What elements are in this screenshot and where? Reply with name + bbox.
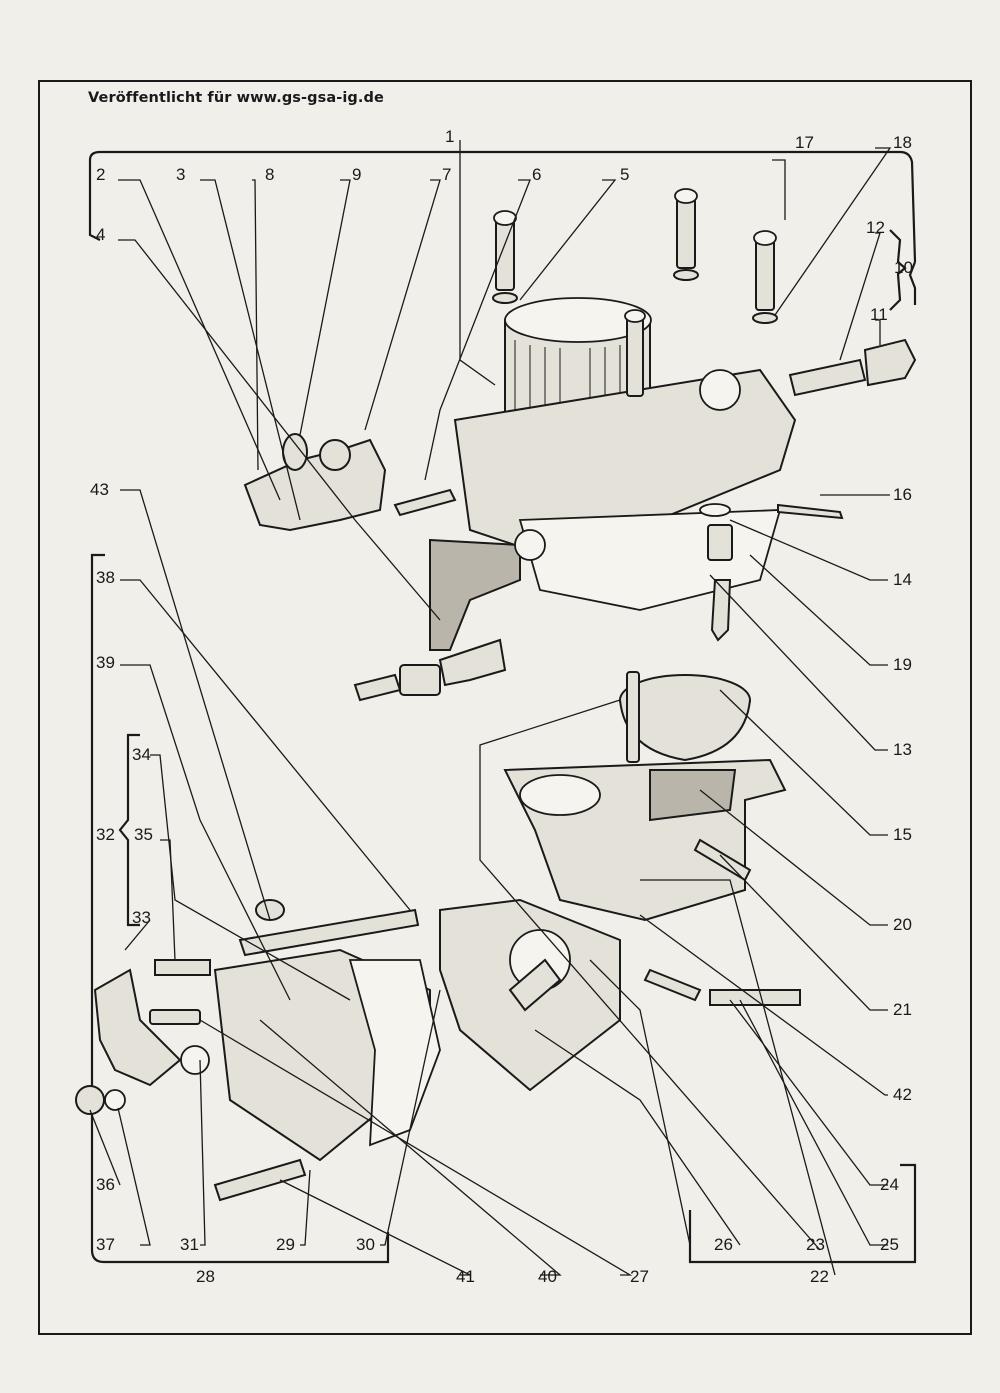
label-10: 10: [894, 258, 913, 277]
jets-43: [353, 638, 507, 702]
label-9: 9: [352, 165, 361, 184]
label-8: 8: [265, 165, 274, 184]
label-29: 29: [276, 1235, 295, 1254]
label-21: 21: [893, 1000, 912, 1019]
label-28: 28: [196, 1267, 215, 1286]
label-14: 14: [893, 570, 912, 589]
bracket-group-1: [88, 150, 917, 305]
label-3: 3: [176, 165, 185, 184]
bracket-group-32: [118, 733, 140, 927]
label-36: 36: [96, 1175, 115, 1194]
accelerator-pump-assembly: [439, 898, 801, 1092]
label-18: 18: [893, 133, 912, 152]
label-25: 25: [880, 1235, 899, 1254]
label-43: 43: [90, 480, 109, 499]
label-17: 17: [795, 133, 814, 152]
label-38: 38: [96, 568, 115, 587]
label-42: 42: [893, 1085, 912, 1104]
bracket-group-38-43: [90, 553, 390, 1264]
label-20: 20: [893, 915, 912, 934]
leader-lines: [89, 140, 892, 1276]
label-27: 27: [630, 1267, 649, 1286]
throttle-body: [429, 297, 797, 651]
carburettor-main-body: [503, 758, 787, 922]
label-7: 7: [442, 165, 451, 184]
pump-cover-and-diaphragm: [213, 908, 441, 1162]
label-31: 31: [180, 1235, 199, 1254]
label-12: 12: [866, 218, 885, 237]
label-30: 30: [356, 1235, 375, 1254]
bracket-group-10: [889, 229, 907, 311]
label-26: 26: [714, 1235, 733, 1254]
label-24: 24: [880, 1175, 899, 1194]
float-chamber-cover: [619, 671, 751, 763]
label-15: 15: [893, 825, 912, 844]
top-screws: [492, 188, 778, 397]
label-37: 37: [96, 1235, 115, 1254]
label-16: 16: [893, 485, 912, 504]
part-number-labels: 1 2 3 8 9 7 6 5 17 18 4 12 10 11 43 16 3…: [90, 127, 913, 1286]
published-note: Veröffentlicht für www.gs-gsa-ig.de: [88, 90, 384, 106]
label-4: 4: [96, 225, 105, 244]
label-13: 13: [893, 740, 912, 759]
label-2: 2: [96, 165, 105, 184]
label-1: 1: [445, 127, 454, 146]
label-19: 19: [893, 655, 912, 674]
label-40: 40: [538, 1267, 557, 1286]
side-fitting-11-12: [777, 338, 917, 520]
label-32: 32: [96, 825, 115, 844]
label-33: 33: [132, 908, 151, 927]
label-23: 23: [806, 1235, 825, 1254]
label-34: 34: [132, 745, 151, 764]
label-39: 39: [96, 653, 115, 672]
label-5: 5: [620, 165, 629, 184]
label-11: 11: [870, 305, 888, 324]
label-22: 22: [810, 1267, 829, 1286]
label-41: 41: [456, 1267, 475, 1286]
diagram-frame: [38, 80, 972, 1335]
linkage-parts-31-37: [75, 899, 307, 1202]
label-6: 6: [532, 165, 541, 184]
throttle-lever-assembly: [243, 433, 457, 532]
label-35: 35: [134, 825, 153, 844]
gasket-and-jets-13-19: [699, 503, 733, 642]
